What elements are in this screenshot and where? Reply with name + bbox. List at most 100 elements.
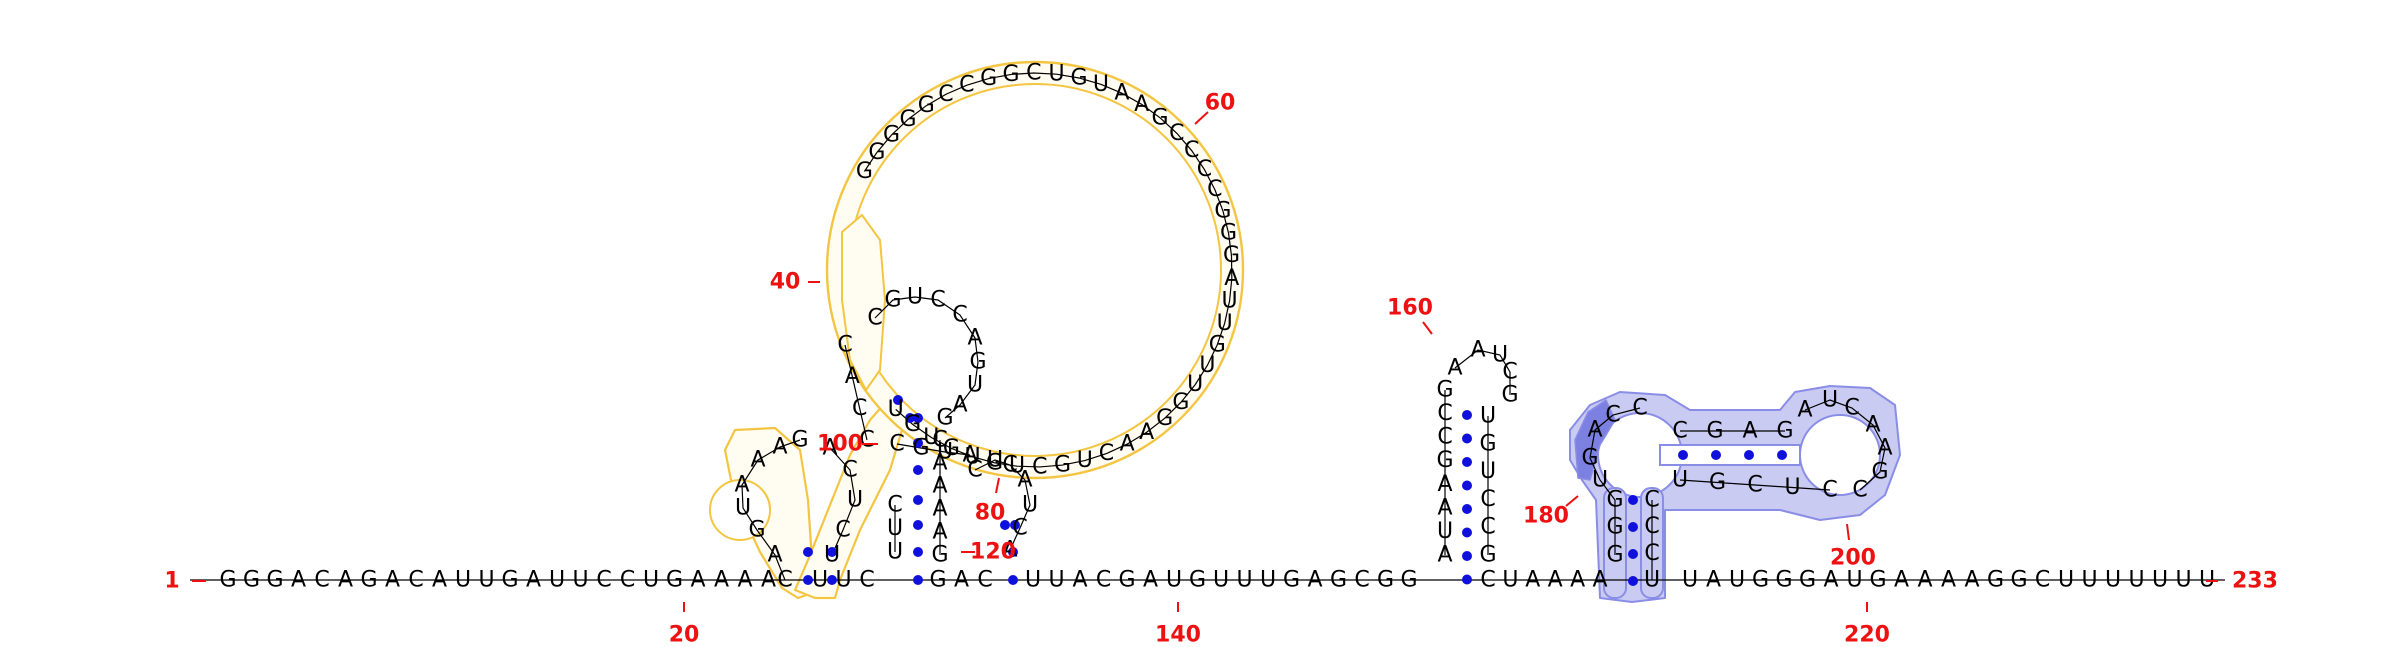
index-tick	[1846, 523, 1850, 541]
base-pair-dot	[1462, 480, 1472, 491]
central-loop-arc-nt: U	[1048, 62, 1064, 87]
central-loop-arc-nt: G	[943, 436, 960, 461]
linker-2-nt: U	[1213, 568, 1229, 593]
left-hairpin-5p-nt: U	[735, 496, 751, 521]
blue-domain-loop-nt: U	[1822, 388, 1838, 413]
left-hairpin-3p-nt: A	[822, 436, 837, 461]
central-loop-arc-nt: A	[1114, 81, 1129, 106]
tail-nt: U	[2105, 568, 2121, 593]
central-loop-arc-nt: A	[1224, 266, 1239, 291]
base-pair-dot	[1462, 433, 1472, 444]
blue-domain-5p-nt: A	[1587, 418, 1602, 443]
base-pair-dot	[1711, 450, 1721, 460]
right-hairpin-5p-nt: C	[1437, 425, 1452, 450]
tail-nt: U	[2152, 568, 2168, 593]
central-loop-arc-nt: U	[1187, 372, 1203, 397]
central-loop-arc-nt: G	[1054, 453, 1071, 478]
backbone-5p-nt: A	[714, 568, 729, 593]
central-loop-arc-nt: G	[883, 123, 900, 148]
linker-3-nt: A	[1525, 568, 1540, 593]
base-pair-dot	[1462, 527, 1472, 538]
central-loop-arc-nt: U	[888, 397, 904, 422]
central-loop-arc-nt: C	[1099, 441, 1114, 466]
blue-domain-loop-nt: A	[1877, 436, 1892, 461]
inner-hairpin-nt: U	[967, 373, 983, 398]
base-pair-dot	[913, 495, 923, 505]
blue-domain-5p-nt: G	[1606, 488, 1623, 513]
central-loop-arc-nt: U	[1217, 311, 1233, 336]
base-pair-dot	[1462, 574, 1472, 585]
linker-2-nt: C	[1096, 568, 1111, 593]
left-hairpin-3p-nt: U	[847, 488, 863, 513]
right-hairpin-5p-nt: G	[1436, 378, 1453, 403]
left-hairpin-5p-nt: A	[772, 435, 787, 460]
right-hairpin-loop-backbone	[1454, 349, 1511, 395]
linker-3-nt: A	[1570, 568, 1585, 593]
blue-domain-5p-nt: C	[1632, 396, 1647, 421]
left-hairpin-5p-nt: A	[734, 473, 749, 498]
blue-domain-5p-nt: U	[1592, 468, 1608, 493]
base-pair-dot	[1462, 551, 1472, 561]
blue-stem-top-nt: C	[1672, 419, 1687, 444]
linker-3-nt: C	[1480, 568, 1495, 593]
central-loop-arc-nt: A	[1120, 432, 1135, 457]
central-loop-arc-nt: A	[1134, 92, 1149, 117]
backbone-5p-nt: C	[408, 568, 423, 593]
index-label-180: 180	[1523, 504, 1569, 529]
central-loop-arc-nt: G	[1003, 62, 1020, 87]
blue-domain-5p-backbone	[1589, 407, 1641, 555]
central-loop-arc-nt: G	[1214, 198, 1231, 223]
tail-nt: U	[2058, 568, 2074, 593]
base-pair-dot	[1777, 450, 1787, 460]
left-hairpin-5p-nt: G	[748, 518, 765, 543]
left-hairpin-3p-nt: U	[824, 543, 840, 568]
central-loop-5p-nt: A	[845, 364, 860, 389]
backbone-5p-nt: G	[266, 568, 283, 593]
right-hairpin-3p-nt: G	[1479, 543, 1496, 568]
right-hairpin-5p-nt: C	[1437, 401, 1452, 426]
index-tick	[1565, 495, 1579, 507]
left-hairpin-5p-nt: C	[777, 568, 792, 593]
base-pair-dot	[1462, 504, 1472, 514]
linker-1-nt: G	[929, 568, 946, 593]
backbone-5p-nt: U	[643, 568, 659, 593]
base-pair-dot	[1008, 575, 1018, 585]
base-pair-dot	[905, 413, 915, 423]
blue-domain-loop-nt: A	[1865, 413, 1880, 438]
base-pair-dot	[913, 413, 923, 423]
small-hairpin-backbone	[974, 459, 1031, 551]
backbone-5p-nt: A	[761, 568, 776, 593]
base-pair-dot	[1628, 522, 1638, 532]
central-loop-arc-nt: G	[1172, 390, 1189, 415]
backbone-5p-nt: A	[526, 568, 541, 593]
central-loop-arc-nt: G	[1152, 105, 1169, 130]
central-loop-5p-backbone	[844, 344, 868, 441]
linker-3-nt: A	[1548, 568, 1563, 593]
backbone-5p-nt: C	[314, 568, 329, 593]
central-loop-arc-nt: G	[856, 159, 873, 184]
blue-stem-bottom-nt: C	[1822, 478, 1837, 503]
backbone-5p-nt: A	[737, 568, 752, 593]
inner-hairpin-nt: C	[952, 303, 967, 328]
central-loop-5p-nt: C	[859, 428, 874, 453]
left-hairpin-3p-backbone	[829, 447, 856, 556]
inner-hairpin-nt: G	[936, 406, 953, 431]
linker-2-nt: A	[1072, 568, 1087, 593]
tail-nt: G	[1775, 568, 1792, 593]
stem-a-nt: C	[859, 568, 874, 593]
right-hairpin-3p-nt: C	[1480, 487, 1495, 512]
index-label-140: 140	[1155, 623, 1201, 647]
right-hairpin-5p-nt: U	[1437, 519, 1453, 544]
index-label-40: 40	[770, 270, 801, 295]
central-loop-arc-nt: C	[1032, 454, 1047, 479]
inner-hairpin-nt: C	[867, 306, 882, 331]
blue-stem-bottom-nt: C	[1747, 473, 1762, 498]
tail-nt: A	[1894, 568, 1909, 593]
central-loop-arc-nt: C	[1207, 177, 1222, 202]
index-label-233: 233	[2232, 569, 2278, 594]
linker-2-nt: G	[1377, 568, 1394, 593]
tail-nt: U	[2128, 568, 2144, 593]
stem-b-5p-nt: U	[887, 516, 903, 541]
small-hairpin-nt: U	[1022, 493, 1038, 518]
left-hairpin-3p-nt: C	[842, 458, 857, 483]
